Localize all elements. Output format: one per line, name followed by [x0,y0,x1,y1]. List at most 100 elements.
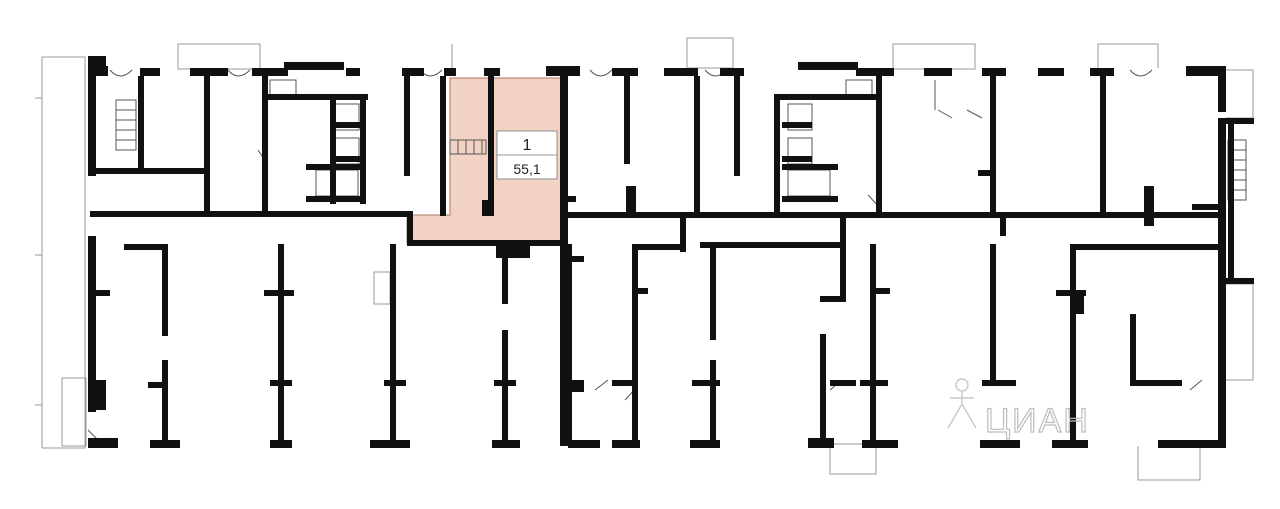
wall-segment [496,244,530,258]
wall-segment [830,380,856,386]
wall-segment [488,76,494,216]
wall-segment [1130,380,1182,386]
wall-segment [90,168,208,174]
wall-segment [1226,278,1254,284]
wall-segment [734,76,740,176]
wall-segment [330,94,336,204]
wall-segment [680,212,686,252]
wall-segment [484,68,500,76]
wall-segment [692,380,720,386]
wall-segment [306,164,362,170]
wall-segment [278,244,284,444]
wall-segment [88,56,106,76]
wall-segment [1144,186,1154,226]
wall-segment [980,440,1020,448]
wall-segment [330,122,360,128]
wall-segment [1130,314,1136,384]
wall-segment [1070,244,1076,444]
wall-segment [90,211,410,217]
wall-segment [407,211,413,245]
wall-segment [686,212,1226,218]
wall-segment [978,170,992,176]
wall-segment [284,62,344,70]
walls [88,56,1254,448]
wall-segment [268,94,368,100]
wall-segment [1038,68,1064,76]
wall-segment [782,122,812,128]
cian-logo-icon [947,378,977,429]
wall-segment [568,256,584,262]
wall-segment [782,164,838,170]
wall-segment [138,76,144,172]
wall-segment [96,290,110,296]
wall-segment [88,76,96,176]
wall-segment [150,440,180,448]
wall-segment [840,212,846,302]
wall-segment [690,440,720,448]
wall-segment [982,68,1006,76]
wall-segment [140,68,160,76]
wall-segment [820,334,826,444]
wall-segment [632,244,638,388]
wall-segment [88,236,96,412]
wall-segment [1192,204,1218,210]
wall-segment [494,380,516,386]
wall-segment [124,244,168,250]
wall-segment [444,68,456,76]
wall-segment [990,244,996,384]
wall-segment [88,438,118,448]
wall-segment [710,360,716,440]
wall-segment [564,196,576,202]
wall-segment [502,244,508,304]
wall-segment [870,244,876,444]
wall-segment [624,76,630,164]
wall-segment [774,94,780,212]
wall-segment [876,76,882,216]
wall-segment [862,440,898,448]
wall-segment [710,244,716,340]
wall-segment [636,244,684,250]
wall-segment [982,380,1016,386]
wall-segment [1218,76,1226,112]
wall-segment [346,68,360,76]
wall-segment [576,212,636,218]
wall-segment [390,244,396,444]
wall-segment [306,196,362,202]
wall-segment [330,156,360,162]
wall-segment [404,76,410,176]
wall-segment [876,288,890,294]
unit-area: 55,1 [513,161,540,177]
wall-segment [252,68,288,76]
wall-segment [1000,216,1006,236]
wall-segment [96,380,106,410]
wall-segment [1158,440,1226,448]
wall-segment [270,380,292,386]
wall-segment [626,186,636,212]
wall-segment [1226,118,1254,124]
wall-segment [720,68,744,76]
wall-segment [612,440,640,448]
wall-segment [568,440,600,448]
wall-segment [632,288,648,294]
wall-segment [204,76,210,216]
wall-segment [560,76,568,446]
wall-segment [612,380,638,386]
wall-segment [566,244,572,444]
wall-segment [482,200,494,216]
wall-segment [1074,290,1084,314]
wall-segment [612,68,638,76]
wall-segment [384,380,406,386]
wall-segment [1186,66,1226,76]
wall-segment [407,240,567,246]
wall-segment [1076,244,1218,250]
unit-1-label[interactable]: 1 55,1 [496,130,558,180]
wall-segment [780,94,876,100]
wall-segment [1228,118,1234,284]
wall-segment [440,76,446,216]
wall-segment [782,196,838,202]
wall-segment [262,76,268,216]
wall-segment [1090,68,1114,76]
wall-segment [1100,76,1106,216]
wall-segment [492,440,520,448]
